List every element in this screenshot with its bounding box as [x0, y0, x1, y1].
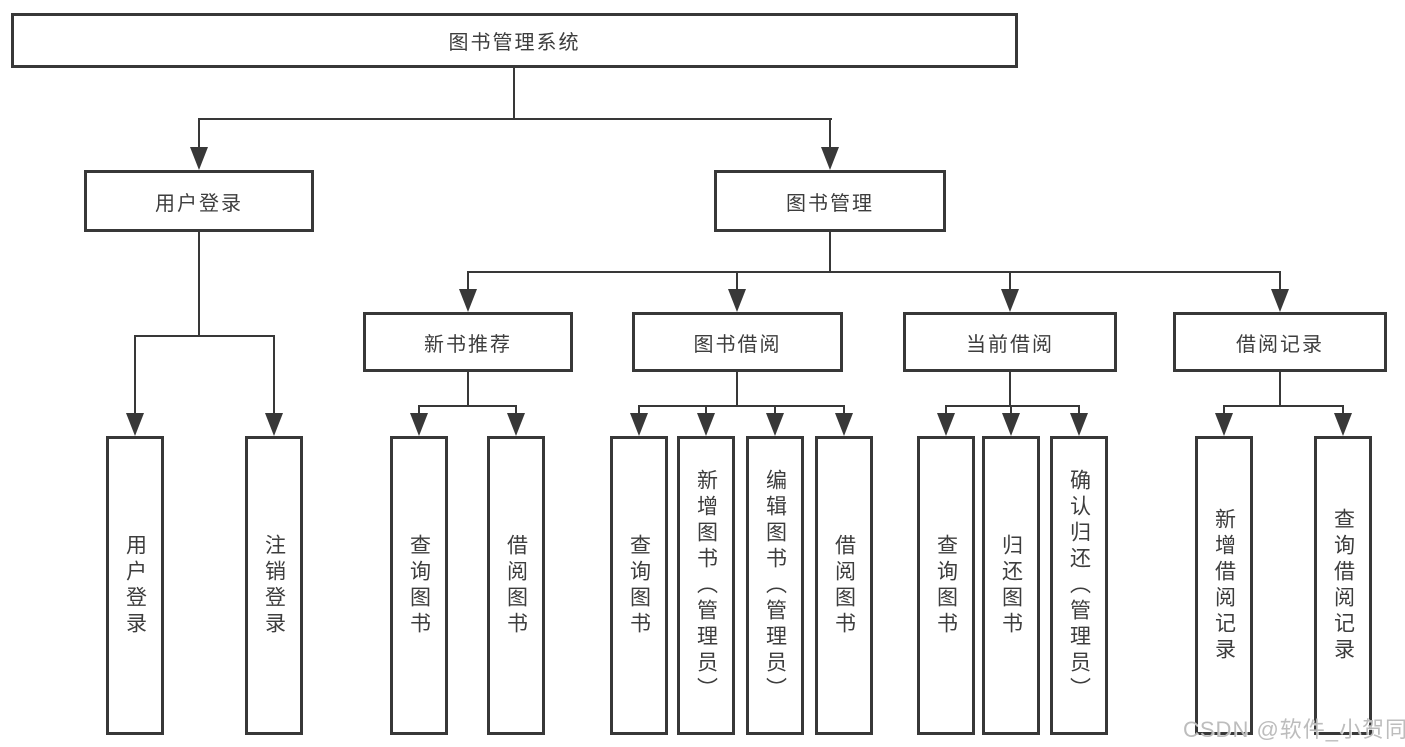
connector-line	[198, 118, 832, 120]
arrow-down-icon	[1271, 289, 1289, 312]
arrow-down-icon	[126, 413, 144, 436]
arrow-down-icon	[835, 413, 853, 436]
connector-line	[273, 335, 275, 415]
connector-line	[467, 271, 1281, 273]
connector-line	[198, 118, 200, 150]
node-book-borrow: 图书借阅	[632, 312, 843, 372]
connector-line	[1010, 405, 1012, 417]
connector-line	[945, 405, 1080, 407]
connector-line	[843, 405, 845, 417]
arrow-down-icon	[1070, 413, 1088, 436]
leaf-query-borrow-record: 查询借阅记录	[1314, 436, 1372, 735]
arrow-down-icon	[821, 147, 839, 170]
leaf-return-books: 归还图书	[982, 436, 1040, 735]
connector-line	[736, 372, 738, 407]
connector-line	[1009, 372, 1011, 407]
connector-line	[736, 271, 738, 291]
node-user-login: 用户登录	[84, 170, 314, 232]
connector-line	[1223, 405, 1344, 407]
arrow-down-icon	[1001, 289, 1019, 312]
arrow-down-icon	[1215, 413, 1233, 436]
connector-line	[134, 335, 136, 415]
node-borrow-records: 借阅记录	[1173, 312, 1387, 372]
arrow-down-icon	[190, 147, 208, 170]
connector-line	[638, 405, 845, 407]
arrow-down-icon	[410, 413, 428, 436]
arrow-down-icon	[507, 413, 525, 436]
connector-line	[1279, 271, 1281, 291]
connector-line	[418, 405, 517, 407]
connector-line	[1223, 405, 1225, 417]
arrow-down-icon	[630, 413, 648, 436]
connector-line	[134, 335, 275, 337]
arrow-down-icon	[1334, 413, 1352, 436]
connector-line	[1009, 271, 1011, 291]
connector-line	[638, 405, 640, 417]
connector-line	[467, 271, 469, 291]
arrow-down-icon	[1002, 413, 1020, 436]
connector-line	[198, 232, 200, 337]
connector-line	[774, 405, 776, 417]
leaf-query-books-recommend: 查询图书	[390, 436, 448, 735]
leaf-confirm-return-admin: 确认归还（管理员）	[1050, 436, 1108, 735]
connector-line	[945, 405, 947, 417]
arrow-down-icon	[937, 413, 955, 436]
connector-line	[829, 118, 831, 150]
leaf-user-login: 用户登录	[106, 436, 164, 735]
arrow-down-icon	[265, 413, 283, 436]
arrow-down-icon	[459, 289, 477, 312]
node-library-system: 图书管理系统	[11, 13, 1018, 68]
leaf-query-books-borrow: 查询图书	[610, 436, 668, 735]
leaf-edit-books-admin: 编辑图书（管理员）	[746, 436, 804, 735]
connector-line	[1279, 372, 1281, 407]
watermark: CSDN @软件_小贺同学	[1183, 717, 1405, 742]
leaf-logout: 注销登录	[245, 436, 303, 735]
arrow-down-icon	[728, 289, 746, 312]
connector-line	[1342, 405, 1344, 417]
node-current-borrow: 当前借阅	[903, 312, 1117, 372]
node-new-book-recommend: 新书推荐	[363, 312, 573, 372]
leaf-add-books-admin: 新增图书（管理员）	[677, 436, 735, 735]
connector-line	[513, 68, 515, 120]
node-book-management: 图书管理	[714, 170, 946, 232]
connector-line	[829, 232, 831, 273]
arrow-down-icon	[697, 413, 715, 436]
connector-line	[1078, 405, 1080, 417]
connector-line	[467, 372, 469, 407]
arrow-down-icon	[766, 413, 784, 436]
connector-line	[515, 405, 517, 417]
leaf-borrow-books-recommend: 借阅图书	[487, 436, 545, 735]
leaf-add-borrow-record: 新增借阅记录	[1195, 436, 1253, 735]
connector-line	[418, 405, 420, 417]
connector-line	[705, 405, 707, 417]
leaf-query-books-current: 查询图书	[917, 436, 975, 735]
leaf-borrow-books: 借阅图书	[815, 436, 873, 735]
